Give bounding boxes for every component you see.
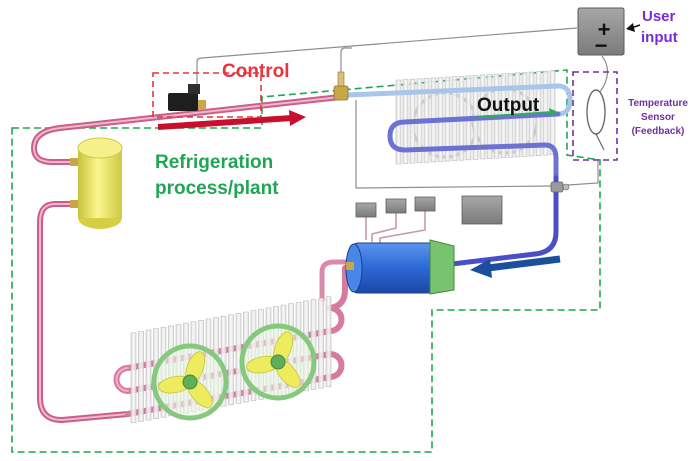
condenser-fan-1 — [151, 343, 229, 421]
sensor-wire — [599, 55, 609, 93]
user-input-arrow-head — [626, 23, 635, 32]
tank-fitting-top — [70, 158, 80, 166]
condenser-coil-left-bends — [115, 367, 129, 392]
output-arrow-shaft — [477, 111, 553, 118]
liquid-line — [31, 94, 343, 423]
valve-stem — [337, 71, 345, 87]
electrical-boxes — [355, 195, 503, 244]
condenser-fin — [145, 329, 152, 421]
solenoid-valve — [168, 84, 206, 111]
flow-arrow-shaft — [487, 255, 561, 272]
tank-top — [77, 137, 123, 159]
control-box-lines — [365, 211, 426, 244]
solenoid-fitting — [198, 100, 206, 110]
sensor-label-line-3: (Feedback) — [632, 126, 685, 137]
valve-body — [550, 181, 564, 193]
compressor-mount-plate — [429, 239, 455, 295]
junction-box — [461, 195, 503, 225]
sensor-coil — [586, 89, 606, 135]
fan-hub — [270, 354, 286, 370]
control-boundary — [152, 72, 262, 118]
suction-valve — [550, 181, 570, 193]
compressor — [345, 239, 455, 295]
expansion-valve — [333, 71, 349, 101]
solenoid-cap — [188, 84, 200, 94]
fan-hub — [182, 374, 198, 390]
sensor-label-line-1: Temperature — [628, 98, 688, 109]
user-input-label-line-1: User — [642, 8, 676, 25]
plant-label-line-2: process/plant — [155, 178, 279, 199]
sensor-label-line-2: Sensor — [641, 112, 675, 123]
output-label: Output — [477, 95, 540, 116]
sensor-tail — [595, 133, 605, 151]
output-arrow — [477, 108, 558, 118]
suction-line — [449, 175, 559, 267]
user-input-box — [577, 7, 625, 56]
control-box-3 — [414, 196, 436, 212]
control-arrow-shaft — [157, 115, 293, 130]
condenser-fan-2 — [239, 323, 317, 401]
condenser-fin — [130, 332, 137, 424]
user-input-arrow — [626, 23, 641, 32]
evaporator-inlet-coil — [345, 83, 573, 117]
control-label: Control — [222, 61, 290, 82]
control-arrow-head — [289, 110, 306, 126]
valve-wire — [340, 47, 352, 82]
receiver-tank — [70, 137, 123, 229]
minus-sign: − — [595, 33, 608, 58]
evaporator-frame-wire — [355, 100, 554, 189]
flow-direction-arrow — [470, 255, 561, 278]
signal-wires — [196, 27, 609, 189]
temperature-sensor-boundary — [572, 71, 618, 161]
control-wire — [196, 27, 578, 90]
temperature-sensor — [586, 89, 606, 151]
condenser-fin — [318, 297, 324, 389]
condenser-fin — [228, 314, 234, 406]
solenoid-body — [168, 93, 198, 111]
compressor-fitting — [346, 262, 354, 270]
condenser-fin — [325, 296, 332, 388]
plant-label-line-1: Refrigeration — [155, 152, 273, 173]
user-input-device: + − — [577, 7, 625, 58]
tank-body — [78, 148, 122, 218]
sensor-return-wire — [567, 160, 599, 186]
valve-knob — [562, 183, 570, 191]
control-box-1 — [355, 202, 377, 218]
output-arrow-head — [549, 108, 558, 116]
condenser-fin — [138, 331, 144, 422]
plus-sign: + — [598, 17, 611, 42]
compressor-body — [351, 242, 435, 294]
liquid-pipe-left — [37, 201, 131, 423]
control-signal-arrow — [157, 110, 306, 130]
valve-body — [333, 85, 349, 101]
flow-arrow-head — [470, 259, 492, 278]
evaporator-return-coil — [387, 111, 561, 181]
discharge-pipe — [319, 259, 355, 303]
user-input-label-line-2: input — [641, 29, 678, 46]
liquid-pipe-top-highlight — [33, 96, 341, 163]
liquid-pipe-left-highlight — [39, 203, 129, 421]
tank-fitting-bottom — [70, 200, 80, 208]
control-box-2 — [385, 198, 407, 214]
